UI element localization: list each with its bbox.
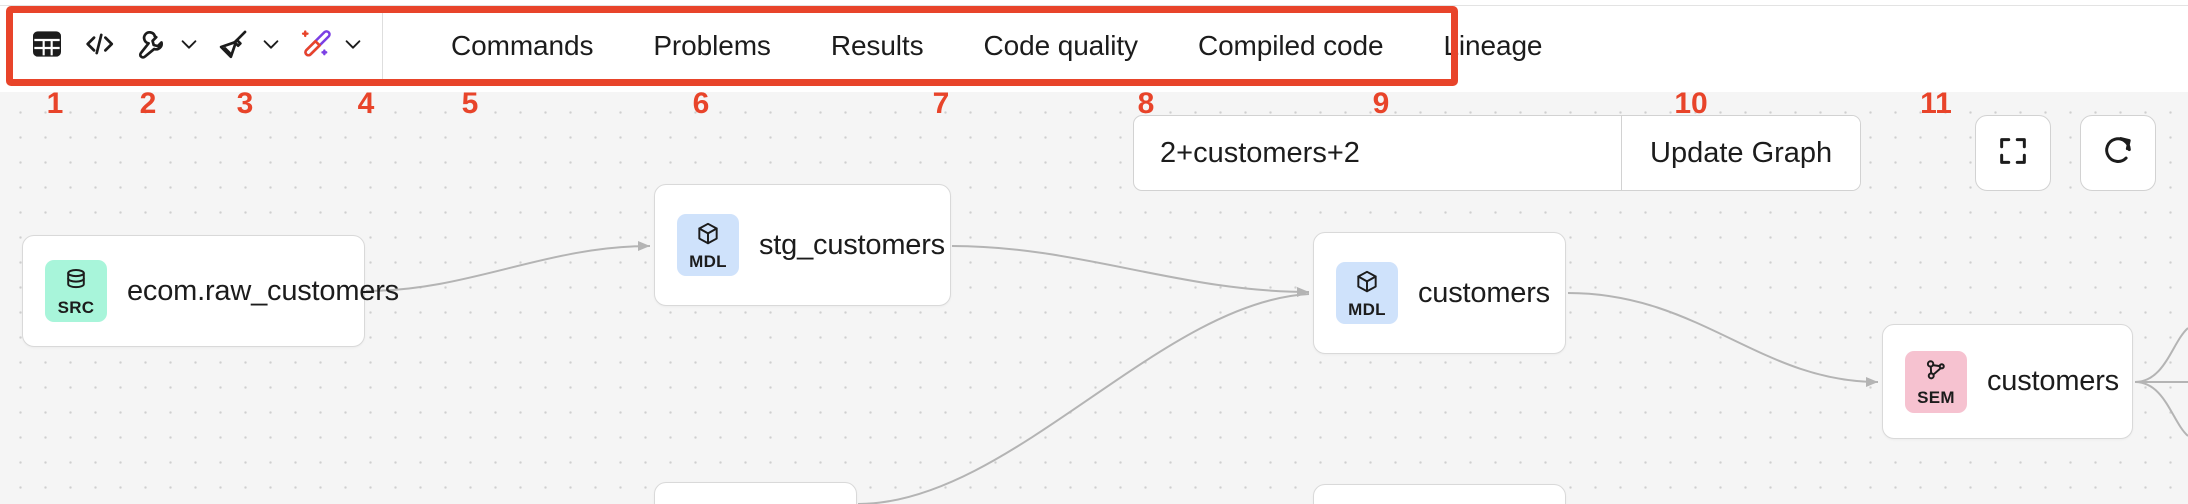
node-badge-src: SRC bbox=[45, 260, 107, 322]
tab-lineage[interactable]: Lineage bbox=[1443, 30, 1543, 61]
node-badge-label: SEM bbox=[1917, 388, 1955, 407]
build-tools-button[interactable] bbox=[128, 23, 174, 69]
cube-icon bbox=[695, 221, 721, 252]
graph-node-partial-lower-left[interactable] bbox=[654, 482, 857, 504]
node-label: ecom.raw_customers bbox=[127, 274, 399, 307]
format-tools-dropdown[interactable] bbox=[256, 23, 286, 69]
broom-icon bbox=[216, 27, 250, 66]
graph-node-mdl-stg-customers[interactable]: MDL stg_customers bbox=[654, 184, 951, 306]
graph-node-mdl-customers[interactable]: MDL customers bbox=[1313, 232, 1566, 354]
graph-node-sem-customers[interactable]: SEM customers bbox=[1882, 324, 2133, 439]
code-icon bbox=[82, 27, 116, 66]
cube-icon bbox=[1354, 269, 1380, 300]
fit-view-button[interactable] bbox=[1975, 115, 2051, 191]
refresh-icon bbox=[2101, 134, 2135, 173]
refresh-graph-button[interactable] bbox=[2080, 115, 2156, 191]
code-view-button[interactable] bbox=[76, 23, 122, 69]
update-graph-button[interactable]: Update Graph bbox=[1621, 116, 1861, 190]
ai-tools-dropdown[interactable] bbox=[338, 23, 368, 69]
build-tools-dropdown[interactable] bbox=[174, 23, 204, 69]
graph-nodes-icon bbox=[1923, 357, 1949, 388]
lineage-graph-canvas[interactable]: Update Graph bbox=[0, 92, 2188, 504]
tab-commands[interactable]: Commands bbox=[451, 30, 594, 61]
chevron-down-icon bbox=[342, 33, 364, 60]
toolbar-item-build-tools bbox=[128, 23, 204, 69]
tab-results[interactable]: Results bbox=[830, 30, 924, 61]
wrench-icon bbox=[134, 27, 168, 66]
node-label: stg_customers bbox=[759, 228, 945, 261]
chevron-down-icon bbox=[178, 33, 200, 60]
toolbar-item-format-tools bbox=[210, 23, 286, 69]
node-selector-input[interactable] bbox=[1134, 116, 1621, 190]
node-badge-sem: SEM bbox=[1905, 350, 1967, 413]
tab-code-quality[interactable]: Code quality bbox=[983, 30, 1139, 61]
database-icon bbox=[63, 267, 89, 298]
chevron-down-icon bbox=[260, 33, 282, 60]
format-tools-button[interactable] bbox=[210, 23, 256, 69]
node-badge-label: MDL bbox=[689, 251, 727, 271]
ai-tools-button[interactable] bbox=[292, 23, 338, 69]
node-badge-label: SRC bbox=[57, 297, 95, 317]
tab-problems[interactable]: Problems bbox=[653, 30, 771, 61]
graph-node-src-raw-customers[interactable]: SRC ecom.raw_customers bbox=[22, 235, 399, 347]
table-icon bbox=[31, 28, 63, 65]
graph-selector-bar: Update Graph bbox=[1133, 115, 1862, 191]
toolbar-item-ai-tools bbox=[292, 23, 368, 69]
panel-tabs: Commands Problems Results Code quality C… bbox=[383, 6, 1572, 86]
editor-toolbar: Commands Problems Results Code quality C… bbox=[6, 6, 1543, 86]
window-top-strip bbox=[0, 0, 2188, 6]
toolbar-item-code-view bbox=[76, 23, 122, 69]
node-badge-label: MDL bbox=[1348, 299, 1386, 319]
fit-screen-icon bbox=[1996, 134, 2030, 173]
toolbar-tool-group bbox=[6, 6, 383, 86]
graph-node-partial-lower-center[interactable] bbox=[1313, 484, 1566, 504]
table-view-button[interactable] bbox=[24, 23, 70, 69]
tab-compiled-code[interactable]: Compiled code bbox=[1197, 30, 1384, 61]
node-badge-mdl: MDL bbox=[1336, 262, 1398, 324]
magic-wand-icon bbox=[298, 27, 332, 66]
toolbar-item-table-view bbox=[24, 23, 70, 69]
node-label: customers bbox=[1418, 276, 1550, 309]
node-label: customers bbox=[1987, 365, 2119, 397]
node-badge-mdl: MDL bbox=[677, 214, 739, 276]
